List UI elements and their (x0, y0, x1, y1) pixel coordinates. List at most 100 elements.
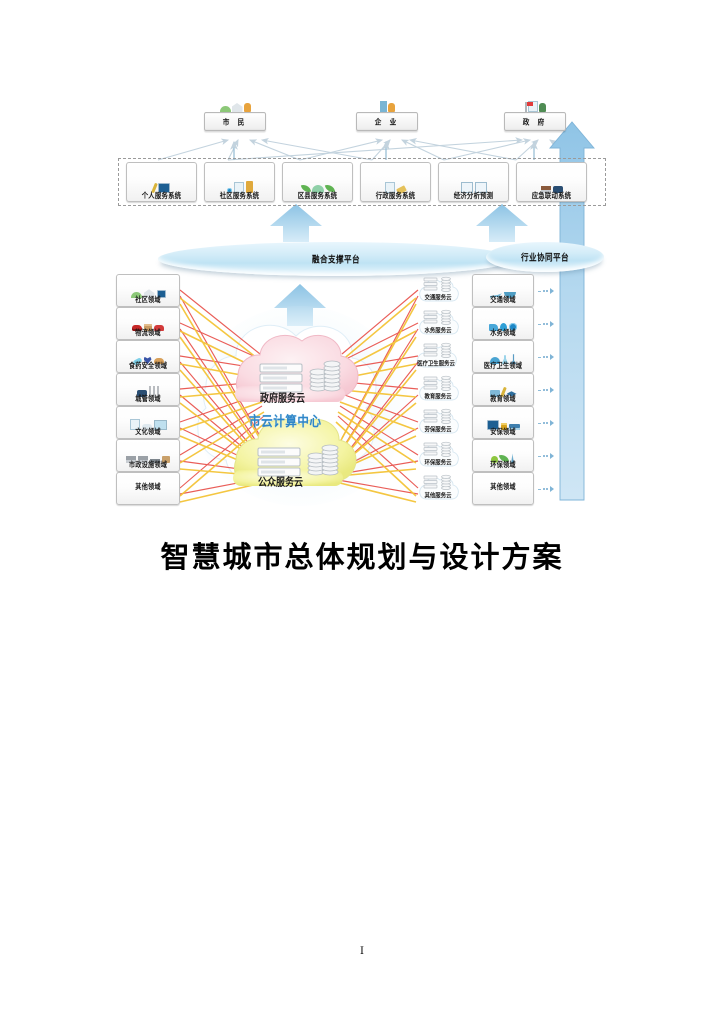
economic-analysis-icon (439, 173, 508, 193)
service-cloud-label: 教育服务云 (424, 393, 452, 401)
left-domain-label: 物流领域 (135, 329, 161, 338)
left-domain-label: 文化领域 (135, 428, 161, 437)
government-cloud-label: 政府服务云 (260, 393, 306, 406)
right-domain-water[interactable]: 水务领域 (472, 307, 534, 340)
connector-wires (157, 121, 595, 506)
emergency-response-icon (517, 173, 586, 193)
district-service-icon (283, 173, 352, 194)
service-cloud-label: 水务服务云 (424, 327, 452, 335)
personal-service-icon (127, 173, 196, 193)
culture-domain-icon (117, 416, 179, 431)
right-domain-environment[interactable]: 环保领域 (472, 439, 534, 472)
food-drug-safety-domain-icon (117, 350, 179, 367)
administrative-service-icon (361, 173, 430, 195)
left-domain-municipal-facilities[interactable]: 市政设施领域 (116, 439, 180, 472)
service-cloud-other[interactable]: 其他服务云 (414, 472, 462, 502)
service-system-economic-analysis[interactable]: 经济分析预测 (438, 162, 509, 202)
service-cloud-education[interactable]: 教育服务云 (414, 373, 462, 403)
right-domain-label: 环保领域 (490, 461, 516, 470)
right-domain-label: 交通领域 (490, 296, 516, 305)
security-domain-icon (473, 416, 533, 431)
healthcare-domain-icon (473, 350, 533, 365)
right-domain-label: 其他领域 (490, 482, 516, 492)
right-domain-other[interactable]: 其他领域 (472, 472, 534, 505)
service-cloud-environment[interactable]: 环保服务云 (414, 439, 462, 469)
left-domain-culture[interactable]: 文化领域 (116, 406, 180, 439)
urban-management-domain-icon (117, 383, 179, 398)
actor-government[interactable]: 政 府 (504, 88, 566, 131)
page-title: 智慧城市总体规划与设计方案 (160, 540, 564, 574)
service-cloud-water[interactable]: 水务服务云 (414, 307, 462, 337)
service-system-label: 行政服务系统 (375, 190, 416, 201)
service-cloud-label: 劳保服务云 (424, 426, 452, 434)
domain-to-arrow-connector (538, 486, 554, 492)
left-domain-other[interactable]: 其他领域 (116, 472, 180, 505)
service-cloud-label: 交通服务云 (424, 294, 452, 302)
left-domain-label: 市政设施领域 (128, 461, 168, 470)
platform-industry-label: 行业协同平台 (521, 251, 569, 263)
water-domain-icon (473, 317, 533, 332)
municipal-facilities-domain-icon (117, 449, 179, 464)
left-domain-logistics[interactable]: 物流领域 (116, 307, 180, 340)
smart-city-architecture-diagram: 市 民 企 业 政 府 个人服务系统 社区服务系统 (110, 86, 614, 530)
service-system-label: 应急联动系统 (531, 190, 572, 201)
service-cloud-transport[interactable]: 交通服务云 (414, 274, 462, 304)
left-domain-label: 城管领域 (135, 395, 161, 404)
domain-to-arrow-connector (538, 354, 554, 360)
service-cloud-labor-insurance[interactable]: 劳保服务云 (414, 406, 462, 436)
education-domain-icon (473, 383, 533, 398)
citizens-icon (204, 88, 266, 112)
government-icon (504, 88, 566, 112)
right-domain-security[interactable]: 安保领域 (472, 406, 534, 439)
page-number: I (360, 946, 364, 957)
domain-to-arrow-connector (538, 453, 554, 459)
service-system-personal[interactable]: 个人服务系统 (126, 162, 197, 202)
transport-domain-icon (473, 284, 533, 299)
right-domain-education[interactable]: 教育领域 (472, 373, 534, 406)
left-domain-community[interactable]: 社区领域 (116, 274, 180, 307)
city-cloud-computing-center-label: 市云计算中心 (249, 412, 322, 430)
left-domain-label: 其他领域 (135, 482, 161, 492)
environment-domain-icon (473, 449, 533, 465)
actor-enterprise-label: 企 业 (356, 112, 418, 131)
service-system-label: 社区服务系统 (219, 190, 260, 201)
public-cloud-label: 公众服务云 (258, 477, 304, 490)
service-system-label: 个人服务系统 (141, 190, 182, 201)
service-cloud-label: 其他服务云 (424, 492, 452, 500)
service-cloud-healthcare[interactable]: 医疗卫生服务云 (412, 340, 460, 370)
service-system-label: 区县服务系统 (297, 190, 338, 201)
left-domain-food-drug-safety[interactable]: 食药安全领域 (116, 340, 180, 373)
left-domain-label: 食药安全领域 (128, 362, 168, 371)
actor-citizens[interactable]: 市 民 (204, 88, 266, 131)
right-domain-label: 水务领域 (490, 329, 516, 338)
domain-to-arrow-connector (538, 420, 554, 426)
domain-to-arrow-connector (538, 288, 554, 294)
service-cloud-label: 医疗卫生服务云 (417, 360, 455, 368)
community-domain-icon (117, 284, 179, 299)
actor-citizens-label: 市 民 (204, 112, 266, 131)
platform-fusion-label: 融合支撑平台 (312, 253, 360, 265)
right-domain-label: 医疗卫生领域 (483, 362, 523, 371)
enterprise-icon (356, 88, 418, 112)
actor-enterprise[interactable]: 企 业 (356, 88, 418, 131)
left-domain-urban-management[interactable]: 城管领域 (116, 373, 180, 406)
right-domain-label: 教育领域 (490, 395, 516, 404)
actor-government-label: 政 府 (504, 112, 566, 131)
service-cloud-label: 环保服务云 (424, 459, 452, 467)
right-domain-label: 安保领域 (490, 428, 516, 437)
right-domain-transport[interactable]: 交通领域 (472, 274, 534, 307)
domain-to-arrow-connector (538, 387, 554, 393)
platform-fusion-support[interactable]: 融合支撑平台 (158, 242, 514, 276)
platform-industry-collaboration[interactable]: 行业协同平台 (486, 242, 604, 272)
service-system-district[interactable]: 区县服务系统 (282, 162, 353, 202)
community-service-icon (205, 173, 274, 193)
service-system-administrative[interactable]: 行政服务系统 (360, 162, 431, 202)
left-domain-label: 社区领域 (135, 296, 161, 305)
service-system-label: 经济分析预测 (453, 190, 494, 201)
logistics-domain-icon (117, 317, 179, 332)
service-system-community[interactable]: 社区服务系统 (204, 162, 275, 202)
right-domain-healthcare[interactable]: 医疗卫生领域 (472, 340, 534, 373)
service-systems-group (118, 158, 606, 206)
service-system-emergency[interactable]: 应急联动系统 (516, 162, 587, 202)
